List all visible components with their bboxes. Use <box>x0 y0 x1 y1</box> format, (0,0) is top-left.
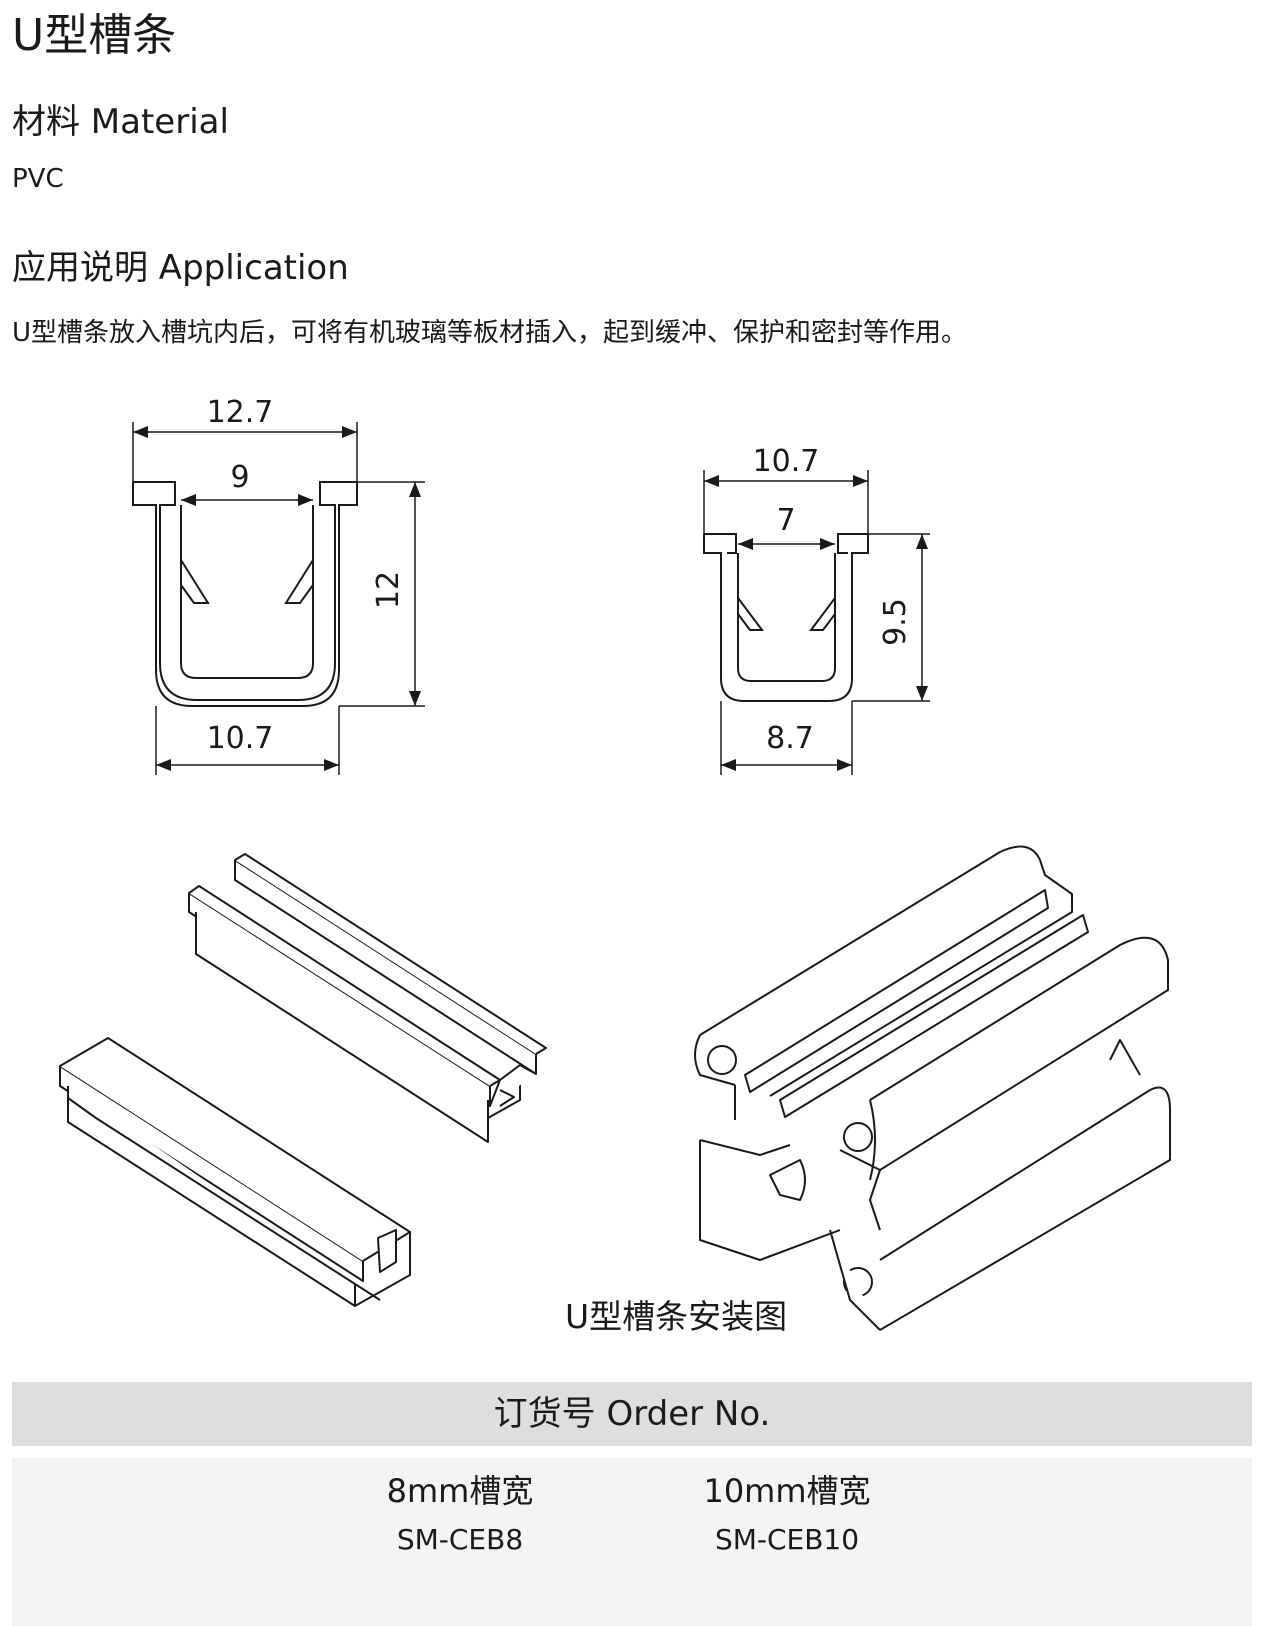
aluminium-profile-assembly-illustration <box>694 845 1171 1331</box>
order-heading: 订货号 Order No. <box>493 1394 771 1434</box>
application-text: U型槽条放入槽坑内后，可将有机玻璃等板材插入，起到缓冲、保护和密封等作用。 <box>12 318 968 348</box>
dim-height-large: 12 <box>371 571 406 609</box>
profile-outline-small <box>703 533 869 702</box>
profile-outline-large <box>132 481 358 707</box>
order-column-8mm: 8mm槽宽 SM-CEB8 <box>330 1470 590 1558</box>
order-code: SM-CEB10 <box>714 1523 860 1556</box>
application-heading: 应用说明 Application <box>12 248 349 288</box>
dim-bottom-width-small: 8.7 <box>766 721 814 756</box>
order-slot-width: 10mm槽宽 <box>703 1472 871 1510</box>
order-column-10mm: 10mm槽宽 SM-CEB10 <box>657 1470 917 1558</box>
order-slot-width: 8mm槽宽 <box>386 1472 534 1510</box>
strip-upper-illustration <box>188 853 547 1143</box>
dim-top-width-small: 10.7 <box>753 444 820 479</box>
order-code: SM-CEB8 <box>396 1523 524 1556</box>
page-title: U型槽条 <box>12 10 177 61</box>
profile-drawing-small: 10.7 7 9.5 8.7 <box>703 444 930 775</box>
dim-height-small: 9.5 <box>878 598 913 646</box>
profile-drawing-large: 12.7 9 12 10.7 <box>132 395 425 775</box>
dim-inner-width-large: 9 <box>230 460 249 495</box>
installation-caption: U型槽条安装图 <box>565 1297 788 1336</box>
material-value: PVC <box>12 164 64 194</box>
dim-top-width-large: 12.7 <box>207 395 274 430</box>
order-table: 8mm槽宽 SM-CEB8 10mm槽宽 SM-CEB10 <box>12 1458 1252 1626</box>
strip-isometric-drawings <box>59 845 1171 1331</box>
dim-inner-width-small: 7 <box>776 503 795 538</box>
order-header-band: 订货号 Order No. <box>12 1382 1252 1446</box>
dim-bottom-width-large: 10.7 <box>207 721 274 756</box>
material-heading: 材料 Material <box>12 102 229 142</box>
strip-lower-illustration <box>59 1037 411 1307</box>
